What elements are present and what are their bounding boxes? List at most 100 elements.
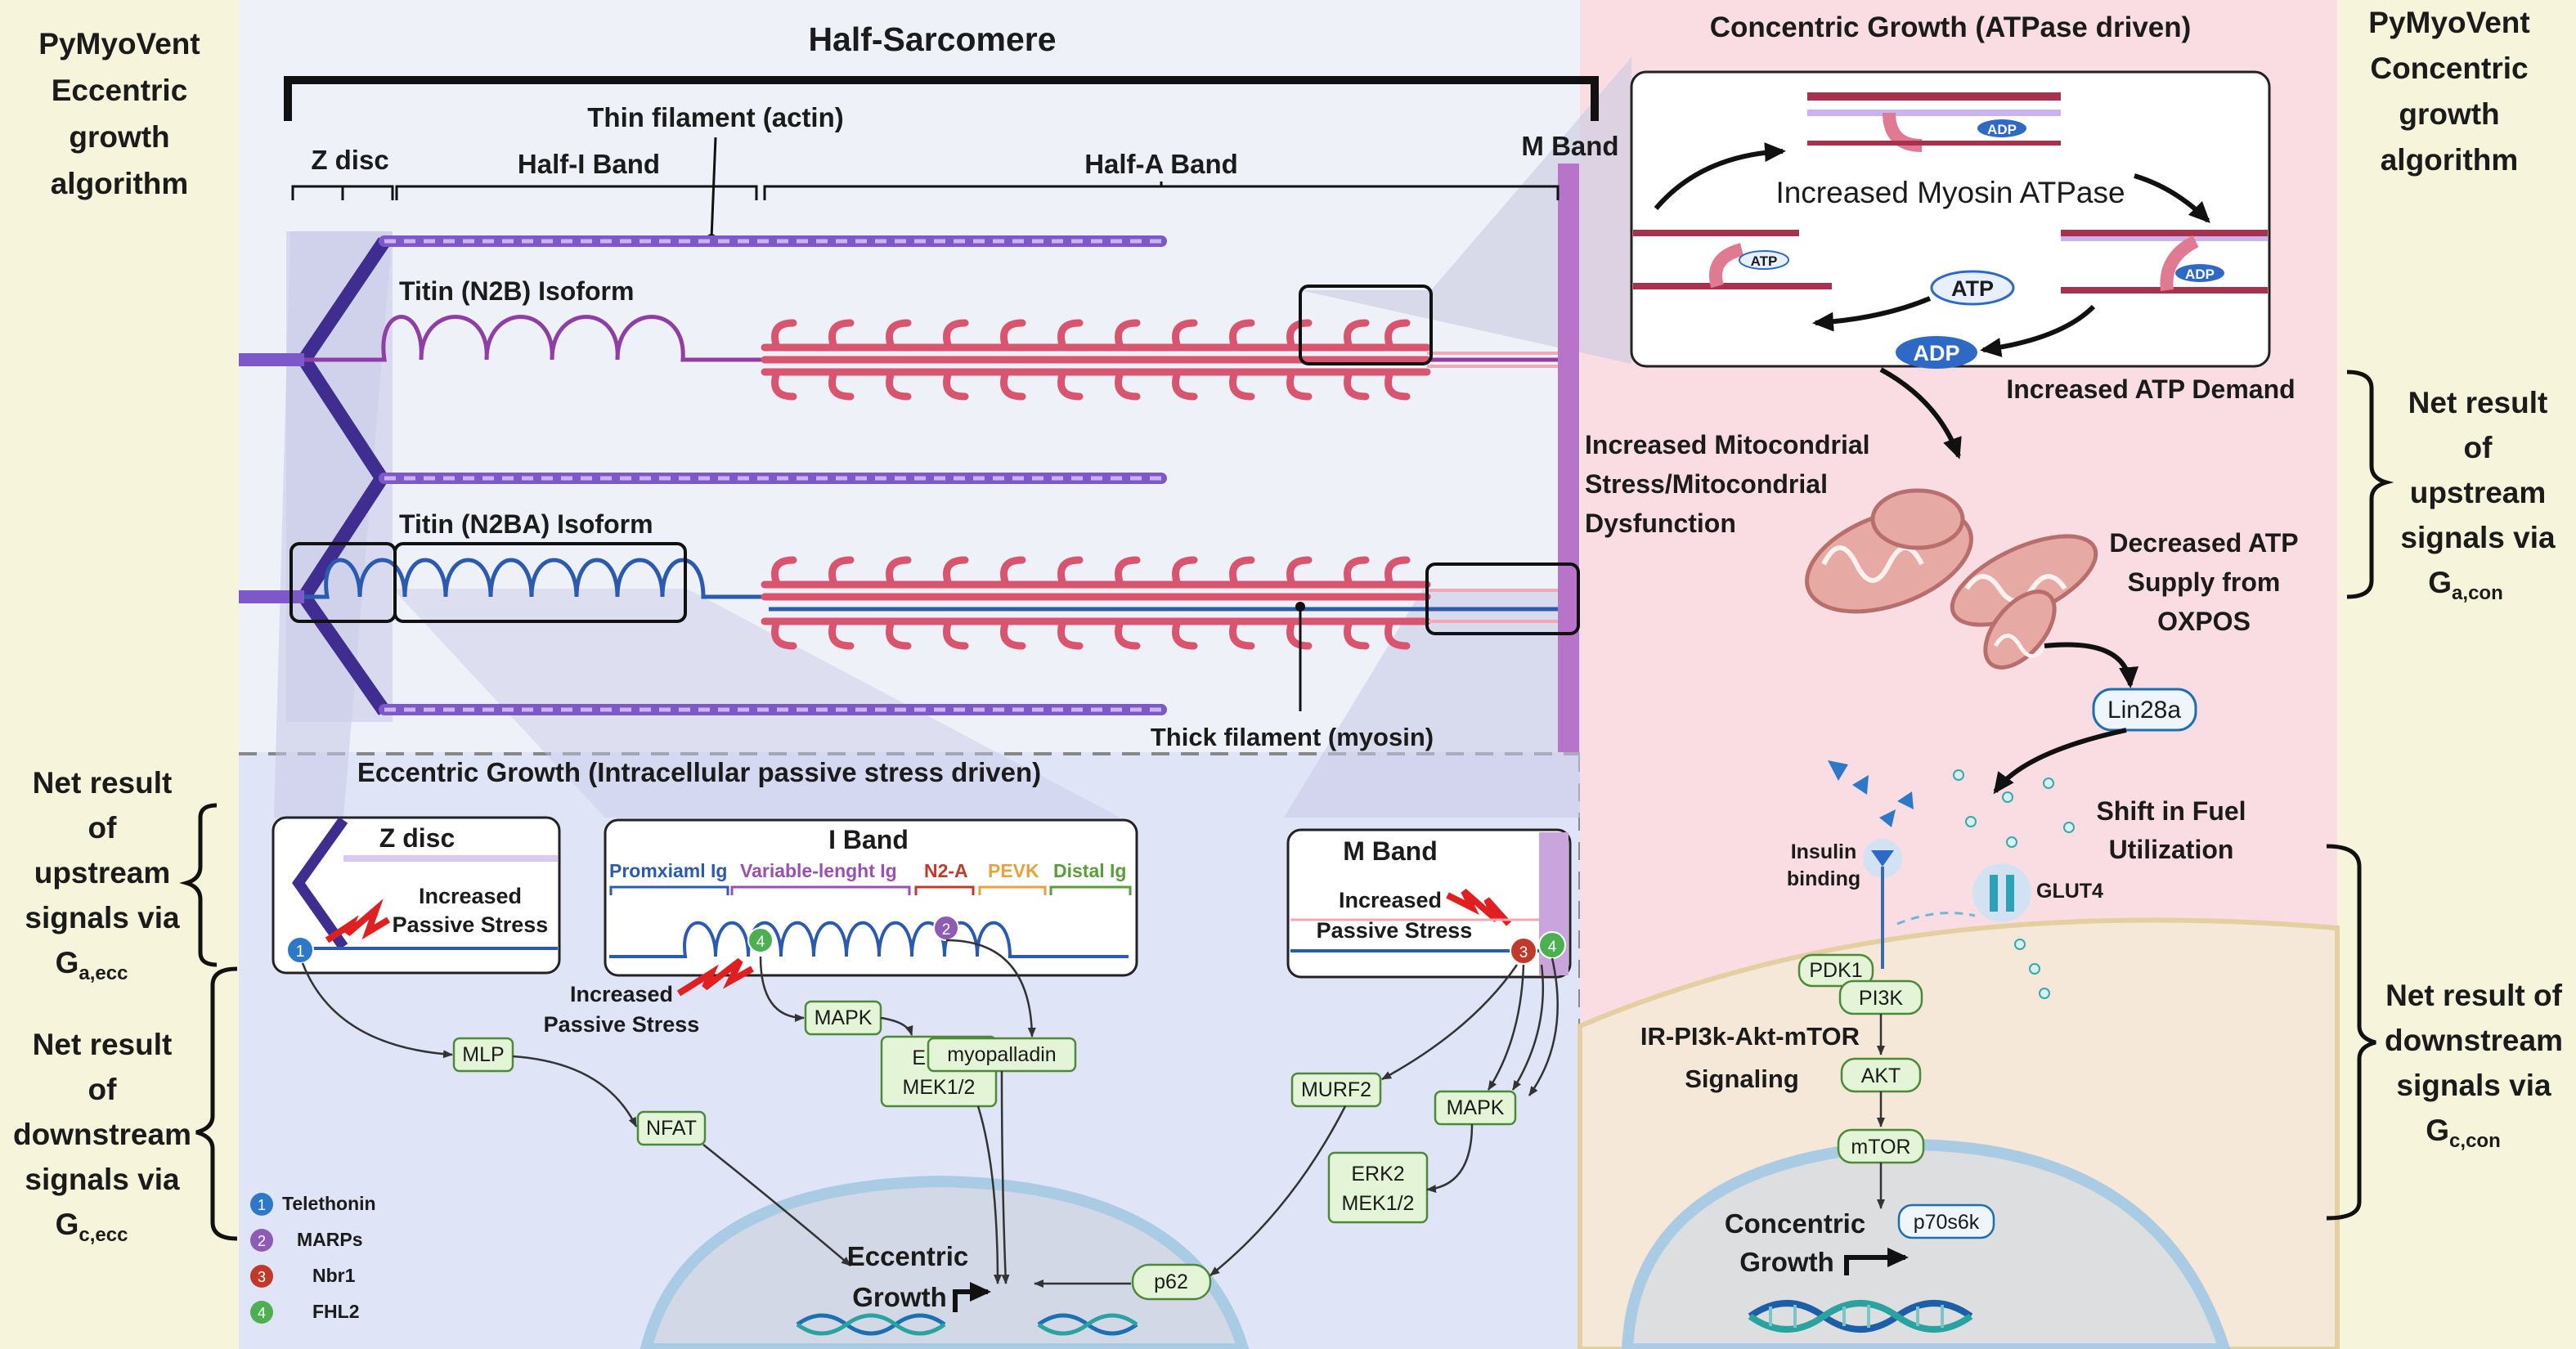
net-upstream-line: signals via xyxy=(2400,521,2556,554)
insulin-receptor xyxy=(1863,839,1902,969)
titin-n2ba-spring xyxy=(304,558,769,599)
net-upstream-line: signals via xyxy=(25,901,180,934)
right-upstream-bracket xyxy=(2346,370,2394,599)
lin28a-label: Lin28a xyxy=(2107,697,2181,724)
legend-label: FHL2 xyxy=(312,1301,360,1322)
nbr1-marker: 3 xyxy=(1519,944,1528,961)
net-downstream-line: downstream xyxy=(13,1118,191,1151)
left-sidebar xyxy=(0,0,239,1349)
myosin-atpase-label: Increased Myosin ATPase xyxy=(1775,176,2125,209)
insulin-molecules xyxy=(1828,760,1914,827)
adp-badge: ADP xyxy=(1987,122,2017,137)
titin-n2b-spring xyxy=(304,315,769,362)
mlp-label: MLP xyxy=(462,1043,504,1066)
iband-segment-label: N2-A xyxy=(924,860,968,881)
dna-concentric xyxy=(1748,1300,1973,1333)
atp-supply-line: OXPOS xyxy=(2157,607,2251,636)
iband-stress-bolt xyxy=(676,957,754,997)
zdisc-zoom-panel: Z disc Increased Passive Stress 1 xyxy=(272,816,561,975)
titin-n2b-label: Titin (N2B) Isoform xyxy=(399,276,634,306)
adp-badge: ADP xyxy=(2185,267,2215,282)
net-upstream-line: upstream xyxy=(2410,476,2547,509)
iband-segment-label: PEVK xyxy=(988,860,1039,881)
net-downstream-line: signals via xyxy=(25,1163,180,1196)
right-sidebar xyxy=(2337,0,2576,1349)
left-net-downstream: Net result of downstream signals via Gc,… xyxy=(13,1028,191,1246)
net-upstream-line: Net result xyxy=(33,766,173,800)
net-downstream-line: Net result xyxy=(33,1028,173,1061)
right-net-downstream: Net result of downstream signals via Gc,… xyxy=(2385,979,2563,1152)
atp-demand-label: Increased ATP Demand xyxy=(2006,374,2295,404)
net-downstream-line: downstream xyxy=(2385,1024,2563,1057)
right-net-upstream: Net result of upstream signals via Ga,co… xyxy=(2400,386,2556,604)
sarcomere-panel-bg xyxy=(239,0,1580,752)
left-title-line: growth xyxy=(69,120,169,154)
left-algorithm-title: PyMyoVent Eccentric growth algorithm xyxy=(38,27,200,200)
legend-label: Telethonin xyxy=(282,1193,376,1214)
iband-panel-title: I Band xyxy=(828,825,909,854)
net-upstream-gain: Ga,con xyxy=(2428,566,2502,604)
right-title-line: Concentric xyxy=(2370,52,2528,85)
mband-stress-line: Passive Stress xyxy=(1317,918,1473,943)
atpase-panel: ADP ATP ADP Increased Myosin ATPase ATP … xyxy=(1630,70,2271,369)
murf2-label: MURF2 xyxy=(1301,1078,1371,1101)
atp-badge-small: ATP xyxy=(1751,253,1778,269)
mapk-label: MAPK xyxy=(1447,1096,1505,1119)
z-disc-label: Z disc xyxy=(311,145,388,175)
insulin-binding-line: Insulin xyxy=(1791,840,1857,863)
zdisc-panel-title: Z disc xyxy=(379,823,455,853)
zoom-projection-atpase xyxy=(1300,57,1631,364)
mito-stress-line: Dysfunction xyxy=(1585,509,1736,538)
akt-label: AKT xyxy=(1861,1064,1901,1087)
eccentric-growth-line: Growth xyxy=(852,1282,946,1312)
half-a-band-bracket xyxy=(763,182,1560,200)
iband-stress-line: Increased xyxy=(570,982,673,1006)
atp-supply-line: Supply from xyxy=(2128,567,2281,597)
half-sarcomere-bracket xyxy=(284,76,1599,121)
half-i-band-label: Half-I Band xyxy=(518,149,660,179)
glut4-transporter xyxy=(1972,863,2031,922)
nfat-box xyxy=(636,1110,707,1146)
p62-label: p62 xyxy=(1154,1271,1188,1293)
glucose-dots xyxy=(1953,769,2075,999)
legend: 1 Telethonin 2 MARPs 3 Nbr1 4 FHL2 xyxy=(250,1193,376,1324)
thick-filament-pointer-dot xyxy=(1295,602,1305,612)
titin-n2ba-label: Titin (N2BA) Isoform xyxy=(399,509,653,539)
p62-box xyxy=(1131,1263,1212,1301)
pi3k-label: PI3K xyxy=(1859,987,1904,1010)
fhl2-marker: 4 xyxy=(756,934,765,951)
eccentric-title: Eccentric Growth (Intracellular passive … xyxy=(357,757,1041,787)
right-downstream-bracket xyxy=(2326,844,2376,1221)
net-upstream-line: of xyxy=(88,811,118,845)
thin-filament-label: Thin filament (actin) xyxy=(587,102,844,132)
left-title-line: PyMyoVent xyxy=(38,27,200,61)
fuel-shift-line: Utilization xyxy=(2109,835,2234,864)
legend-label: MARPs xyxy=(297,1229,363,1250)
legend-number: 3 xyxy=(258,1269,266,1285)
myopalladin-label: myopalladin xyxy=(947,1043,1056,1066)
pdk1-label: PDK1 xyxy=(1809,959,1862,982)
thick-filament-label: Thick filament (myosin) xyxy=(1151,723,1434,751)
pathway-line: IR-PI3k-Akt-mTOR xyxy=(1640,1022,1860,1051)
right-title-line: growth xyxy=(2399,97,2499,131)
concentric-transcription-arrow xyxy=(1844,1248,1909,1275)
iband-stress-line: Passive Stress xyxy=(544,1012,700,1037)
thick-filament-bottom xyxy=(761,556,1558,650)
telethonin-marker: 1 xyxy=(295,943,304,961)
highlight-box-atpase xyxy=(1299,285,1433,365)
mband-stress-line: Increased xyxy=(1339,888,1442,912)
mband-zoom-panel: M Band Increased Passive Stress 3 4 xyxy=(1286,828,1572,979)
mlp-box xyxy=(452,1037,514,1073)
right-title-line: algorithm xyxy=(2381,143,2519,177)
concentric-title: Concentric Growth (ATPase driven) xyxy=(1710,11,2192,43)
mband-panel-title: M Band xyxy=(1343,836,1438,866)
eccentric-arrows xyxy=(301,939,1559,1288)
mapk-label: MAPK xyxy=(815,1006,873,1029)
half-i-band-bracket xyxy=(395,185,758,200)
p70s6k-box xyxy=(1897,1203,1995,1239)
left-upstream-bracket xyxy=(179,803,218,967)
net-downstream-line: of xyxy=(88,1073,118,1106)
thin-filaments xyxy=(379,235,1167,715)
z-disc-stub xyxy=(239,353,304,603)
net-downstream-gain: Gc,ecc xyxy=(56,1208,128,1246)
